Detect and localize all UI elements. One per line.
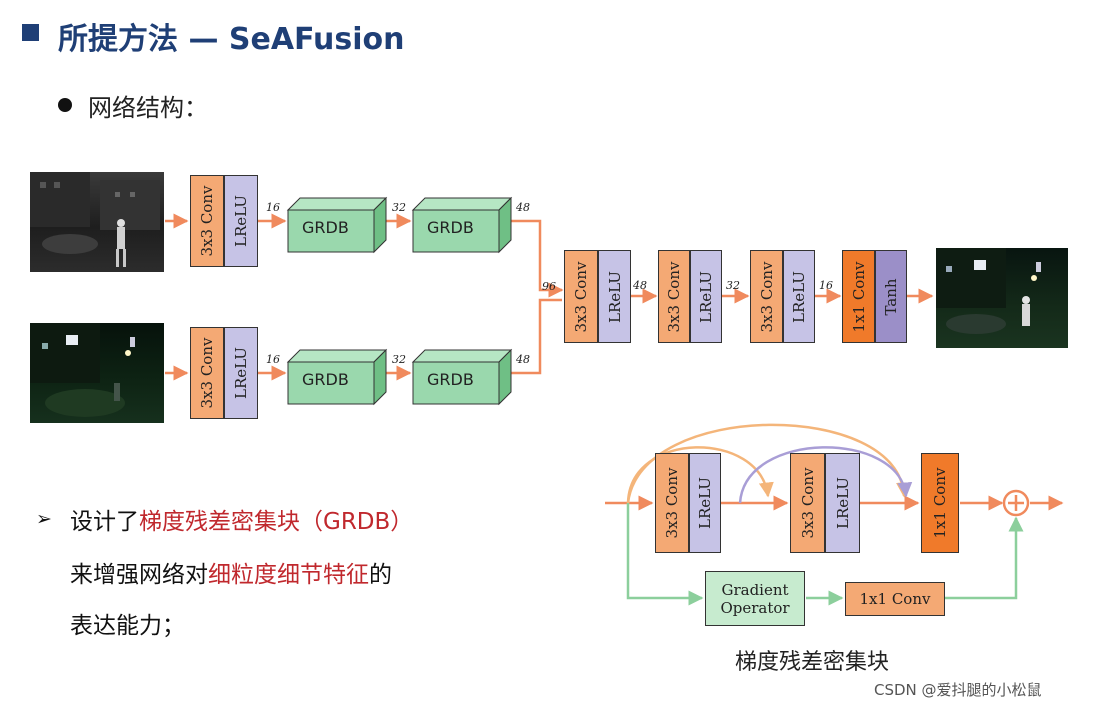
lrelu-block: LReLU (783, 250, 815, 343)
channel-count: 32 (726, 279, 740, 292)
grdb-label: GRDB (427, 218, 474, 237)
grdb-conv3x3-block: 3x3 Conv (790, 453, 825, 553)
grdb-label: GRDB (302, 370, 349, 389)
grdb-lrelu-block: LReLU (825, 453, 860, 553)
watermark: CSDN @爱抖腿的小松鼠 (874, 681, 1042, 699)
subtitle-bullet-dot (58, 98, 72, 112)
gradient-operator-block: Gradient Operator (705, 571, 805, 626)
slide-title: 所提方法 — SeAFusion (58, 22, 405, 57)
channel-count: 32 (392, 353, 406, 366)
grdb-shortcut-conv1x1-block: 1x1 Conv (845, 582, 945, 616)
body-line-2: 来增强网络对细粒度细节特征的 (70, 562, 392, 588)
lrelu-block: LReLU (690, 250, 722, 343)
channel-count: 32 (392, 201, 406, 214)
sum-node-icon (1002, 489, 1030, 517)
conv3x3-block: 3x3 Conv (658, 250, 690, 343)
tanh-block: Tanh (875, 250, 907, 343)
title-bullet-square (22, 24, 39, 41)
channel-count: 48 (516, 353, 530, 366)
highlight-grdb: 梯度残差密集块（GRDB） (139, 509, 414, 535)
channel-count: 48 (516, 201, 530, 214)
channel-count: 16 (819, 279, 833, 292)
lrelu-block: LReLU (224, 175, 258, 267)
infrared-input-image (30, 172, 164, 272)
lrelu-block: LReLU (224, 327, 258, 419)
conv3x3-block: 3x3 Conv (564, 250, 598, 343)
conv1x1-block: 1x1 Conv (842, 250, 875, 343)
lrelu-block: LReLU (598, 250, 631, 343)
grdb-label: GRDB (302, 218, 349, 237)
grdb-caption: 梯度残差密集块 (735, 650, 890, 675)
body-line-3: 表达能力； (70, 613, 185, 639)
channel-count: 96 (542, 280, 556, 293)
conv3x3-block: 3x3 Conv (750, 250, 783, 343)
conv3x3-block: 3x3 Conv (190, 327, 224, 419)
grdb-conv1x1-block: 1x1 Conv (921, 453, 959, 553)
highlight-fine-detail: 细粒度细节特征 (208, 562, 369, 588)
arrow-bullet-icon: ➢ (36, 508, 52, 530)
channel-count: 48 (633, 279, 647, 292)
visible-input-image (30, 323, 164, 423)
body-line-1: 设计了梯度残差密集块（GRDB） (70, 509, 414, 535)
grdb-cubes (286, 196, 513, 406)
conv3x3-block: 3x3 Conv (190, 175, 224, 267)
grdb-label: GRDB (427, 370, 474, 389)
channel-count: 16 (266, 201, 280, 214)
subtitle: 网络结构： (88, 94, 208, 122)
grdb-lrelu-block: LReLU (689, 453, 721, 553)
fused-output-image (936, 248, 1068, 348)
grdb-conv3x3-block: 3x3 Conv (655, 453, 689, 553)
channel-count: 16 (266, 353, 280, 366)
